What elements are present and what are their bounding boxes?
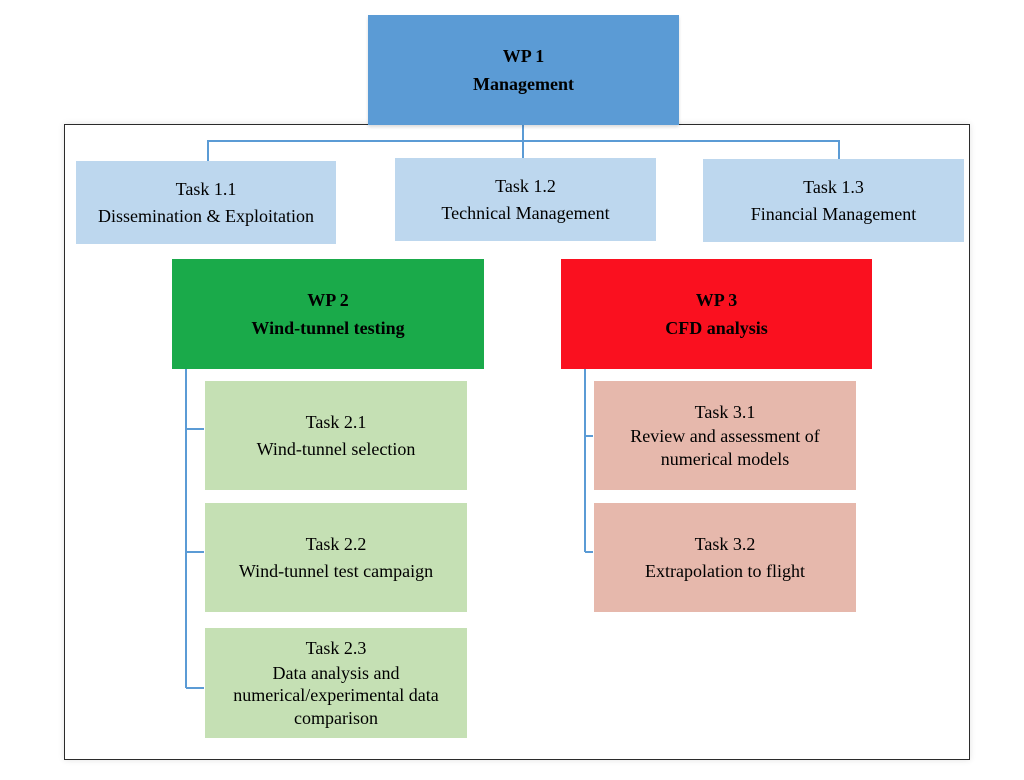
wp2-wind-tunnel-box: WP 2 Wind-tunnel testing bbox=[172, 259, 484, 369]
wp3-cfd-box: WP 3 CFD analysis bbox=[561, 259, 872, 369]
wp1-management-box: WP 1 Management bbox=[368, 15, 679, 125]
task-2-1-title: Wind-tunnel selection bbox=[256, 438, 416, 459]
task-1-3-box: Task 1.3 Financial Management bbox=[703, 159, 964, 242]
task-3-2-title: Extrapolation to flight bbox=[645, 560, 805, 581]
task-1-1-box: Task 1.1 Dissemination & Exploitation bbox=[76, 161, 336, 244]
task-2-2-box: Task 2.2 Wind-tunnel test campaign bbox=[205, 503, 467, 612]
wp2-title: Wind-tunnel testing bbox=[251, 318, 405, 338]
wp2-number: WP 2 bbox=[307, 289, 349, 310]
task-1-3-title: Financial Management bbox=[750, 203, 917, 224]
task-3-1-number: Task 3.1 bbox=[694, 401, 756, 422]
task-2-1-number: Task 2.1 bbox=[305, 412, 367, 432]
task-1-2-box: Task 1.2 Technical Management bbox=[395, 158, 656, 241]
task-1-2-number: Task 1.2 bbox=[495, 176, 556, 196]
wp3-title: CFD analysis bbox=[665, 318, 768, 338]
task-1-1-number: Task 1.1 bbox=[175, 179, 237, 199]
task-2-2-title: Wind-tunnel test campaign bbox=[238, 560, 434, 581]
task-3-2-box: Task 3.2 Extrapolation to flight bbox=[594, 503, 856, 612]
task-1-3-number: Task 1.3 bbox=[803, 177, 864, 197]
task-2-3-number: Task 2.3 bbox=[305, 638, 367, 658]
wp3-number: WP 3 bbox=[695, 289, 738, 310]
task-2-2-number: Task 2.2 bbox=[305, 534, 367, 554]
task-2-1-box: Task 2.1 Wind-tunnel selection bbox=[205, 381, 467, 490]
task-3-2-number: Task 3.2 bbox=[694, 534, 756, 554]
wp1-number: WP 1 bbox=[502, 45, 545, 66]
task-2-3-box: Task 2.3 Data analysis and numerical/exp… bbox=[205, 628, 467, 738]
task-1-2-title: Technical Management bbox=[441, 202, 610, 223]
wp1-title: Management bbox=[473, 74, 574, 94]
task-3-1-box: Task 3.1 Review and assessment of numeri… bbox=[594, 381, 856, 490]
task-2-3-title: Data analysis and numerical/experimental… bbox=[233, 662, 439, 728]
task-1-1-title: Dissemination & Exploitation bbox=[98, 205, 314, 226]
task-3-1-title: Review and assessment of numerical model… bbox=[630, 426, 820, 469]
